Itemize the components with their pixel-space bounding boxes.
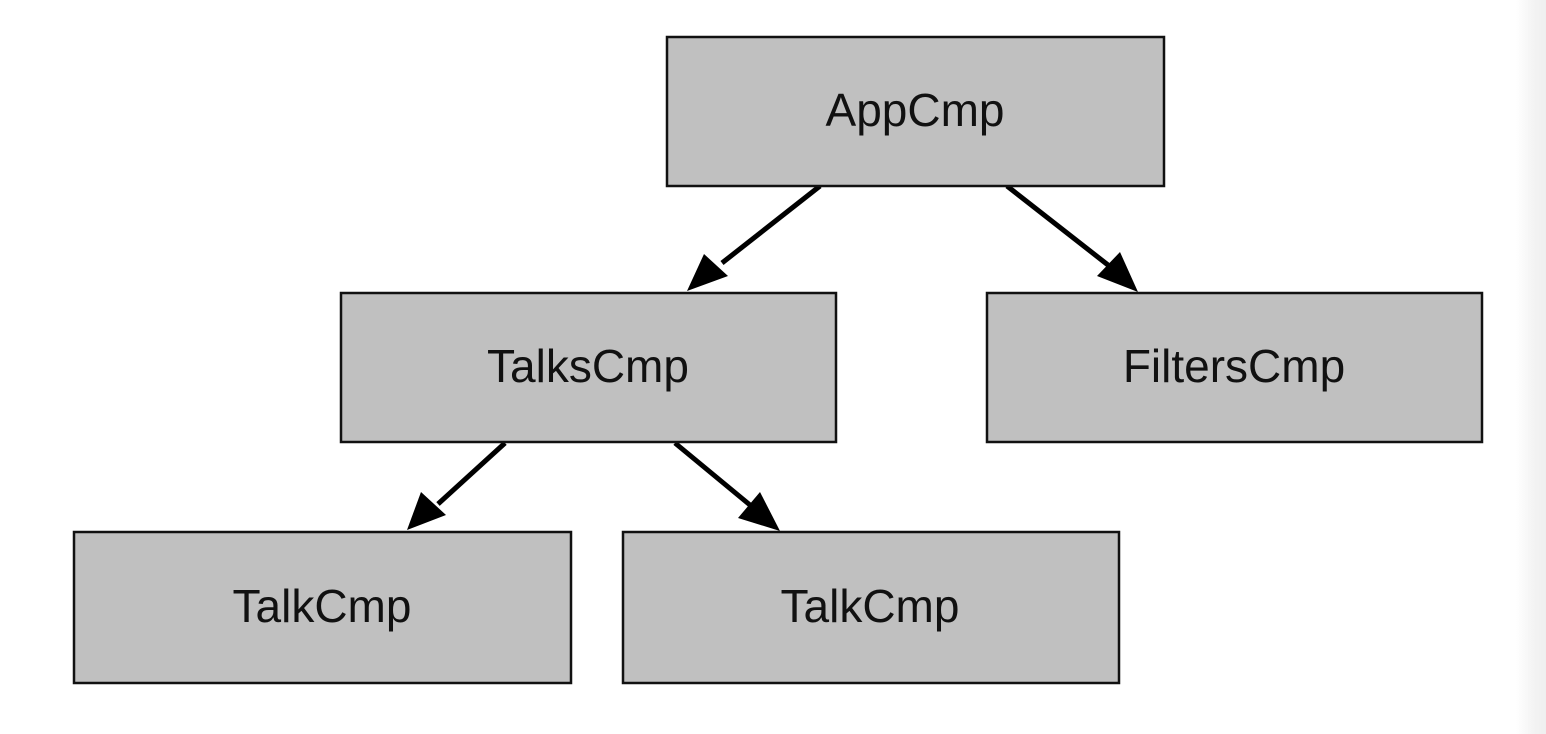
node-talks: TalksCmp: [339, 291, 838, 444]
node-talk-1-label: TalkCmp: [233, 580, 412, 632]
node-filters: FiltersCmp: [985, 291, 1484, 444]
edge-app-to-talks: [687, 184, 822, 291]
node-talk-2: TalkCmp: [621, 530, 1121, 685]
node-talks-label: TalksCmp: [487, 340, 689, 392]
node-app-label: AppCmp: [826, 84, 1005, 136]
edge-app-to-filters: [1005, 184, 1138, 292]
edge-talks-to-talk2: [673, 441, 780, 531]
node-filters-label: FiltersCmp: [1123, 340, 1345, 392]
node-talk-2-label: TalkCmp: [781, 580, 960, 632]
node-app: AppCmp: [665, 35, 1166, 188]
right-edge-shadow: [1516, 0, 1546, 734]
node-talk-1: TalkCmp: [72, 530, 573, 685]
edge-talks-to-talk1: [407, 441, 507, 530]
